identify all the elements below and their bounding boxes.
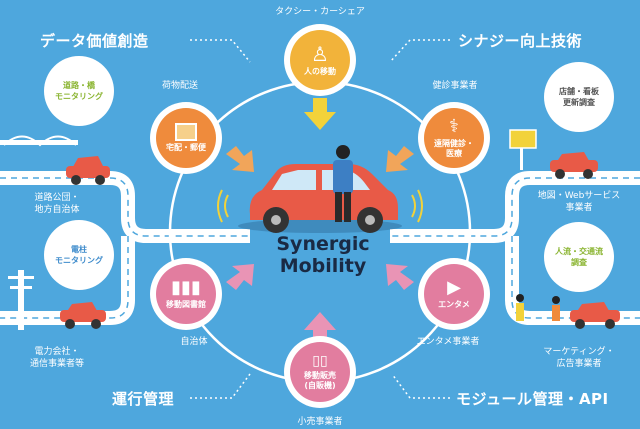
node-entertainment-label: エンタメ xyxy=(438,300,470,309)
person-moving-icon: ♙ xyxy=(311,42,329,66)
node-parcel-post: 宅配・郵便 xyxy=(150,102,222,174)
node-parcel-post-label: 宅配・郵便 xyxy=(166,143,206,152)
caption-retailer: 小売事業者 xyxy=(297,417,343,427)
heading-synergy-technology: シナジー向上技術 xyxy=(458,32,583,50)
center-title: Synergic Mobility xyxy=(258,233,388,277)
label-road-public-corp-line-1: 道路公団・ xyxy=(34,193,80,203)
label-marketing-advertising: マーケティング・ 広告事業者 xyxy=(520,346,638,370)
bubble-traffic-line-1: 人流・交通流 xyxy=(555,247,603,256)
heading-operation-management: 運行管理 xyxy=(112,390,175,408)
node-entertainment: ▶ エンタメ xyxy=(418,258,490,330)
node-mobile-sales-label-2: (自販機) xyxy=(304,381,336,390)
label-power-telecom-line-1: 電力会社・ xyxy=(34,347,80,357)
node-remote-health-label-2: 医療 xyxy=(446,149,462,158)
label-road-public-corp: 道路公団・ 地方自治体 xyxy=(2,192,112,216)
caption-entertainment-provider: エンタメ事業者 xyxy=(416,337,480,347)
bubble-store-sign-line-2: 更新調査 xyxy=(563,98,595,107)
left-bottom-scene xyxy=(8,270,106,330)
caption-taxi-carshare: タクシー・カーシェア xyxy=(275,7,365,17)
node-people-transport: ♙ 人の移動 xyxy=(284,24,356,96)
label-map-web-service-line-1: 地図・Webサービス xyxy=(537,191,621,201)
bubble-road-bridge-monitoring: 道路・橋 モニタリング xyxy=(44,56,114,126)
node-people-transport-label: 人の移動 xyxy=(304,67,336,76)
center-title-line-2: Mobility xyxy=(279,255,367,277)
label-power-telecom-line-2: 通信事業者等 xyxy=(29,359,84,369)
bubble-pole-line-2: モニタリング xyxy=(55,256,103,265)
bubble-road-bridge-line-2: モニタリング xyxy=(55,92,103,101)
left-top-scene xyxy=(0,135,110,185)
bubble-traffic-flow-survey: 人流・交通流 調査 xyxy=(544,222,614,292)
books-icon: ▮▮▮ xyxy=(171,277,201,298)
heading-module-management-api: モジュール管理・API xyxy=(456,390,609,408)
node-remote-health-label-1: 遠隔健診・ xyxy=(434,139,474,148)
signal-waves xyxy=(217,189,423,223)
node-mobile-library-label: 移動図書館 xyxy=(166,300,206,309)
label-road-public-corp-line-2: 地方自治体 xyxy=(34,205,80,215)
label-map-web-service-line-2: 事業者 xyxy=(565,203,593,213)
caption-parcel-delivery: 荷物配送 xyxy=(161,81,198,91)
bubble-road-bridge-line-1: 道路・橋 xyxy=(63,81,95,90)
node-remote-health: ⚕ 遠隔健診・ 医療 xyxy=(418,102,490,174)
center-title-line-1: Synergic xyxy=(276,233,370,255)
bubble-pole-monitoring: 電柱 モニタリング xyxy=(44,220,114,290)
bubble-store-sign-line-1: 店舗・看板 xyxy=(559,87,599,96)
caption-health-provider: 健診事業者 xyxy=(432,81,478,91)
bubble-store-sign-survey: 店舗・看板 更新調査 xyxy=(544,62,614,132)
label-marketing-line-2: 広告事業者 xyxy=(556,359,602,369)
stethoscope-icon: ⚕ xyxy=(449,116,459,137)
arrows xyxy=(226,98,414,344)
right-bottom-scene xyxy=(516,294,620,329)
node-mobile-sales: ▯▯ 移動販売 (自販機) xyxy=(284,336,356,408)
bubble-traffic-line-2: 調査 xyxy=(571,258,587,267)
label-map-web-service: 地図・Webサービス 事業者 xyxy=(520,190,638,214)
right-top-scene xyxy=(509,129,598,179)
film-camera-icon: ▶ xyxy=(447,277,461,298)
label-marketing-line-1: マーケティング・ xyxy=(543,347,615,357)
caption-local-government: 自治体 xyxy=(180,337,208,347)
bubble-pole-line-1: 電柱 xyxy=(71,245,87,254)
label-power-telecom: 電力会社・ 通信事業者等 xyxy=(2,346,112,370)
node-mobile-sales-label-1: 移動販売 xyxy=(304,371,336,380)
node-mobile-library: ▮▮▮ 移動図書館 xyxy=(150,258,222,330)
bottles-icon: ▯▯ xyxy=(312,353,328,369)
leader-lines xyxy=(190,39,450,399)
central-car xyxy=(238,145,402,233)
heading-data-value-creation: データ価値創造 xyxy=(40,32,149,50)
box-icon xyxy=(175,123,197,141)
